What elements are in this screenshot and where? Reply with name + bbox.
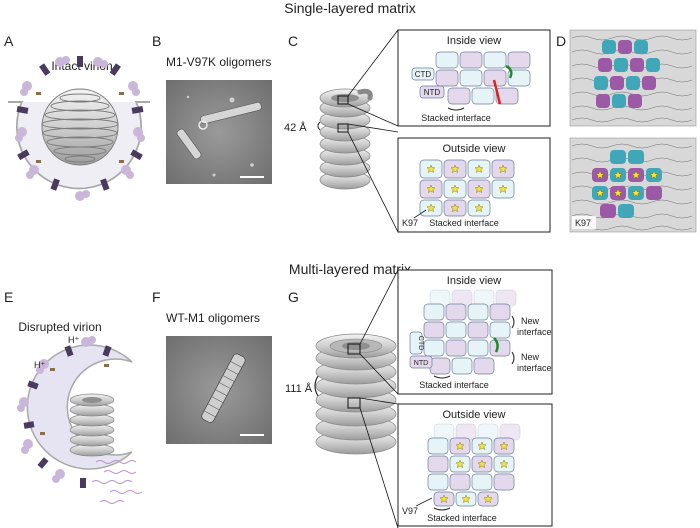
- panel-letter-e: E: [4, 289, 13, 305]
- outside-view-title-c: Outside view: [443, 143, 506, 155]
- dimension-brace-g: [314, 375, 319, 397]
- subunit-grid-outside-g-back: [433, 423, 521, 441]
- panel-d-density: K97: [569, 29, 697, 233]
- ntd-label-c: NTD: [424, 88, 441, 97]
- k97-label-c: K97: [402, 218, 418, 228]
- panel-letter-b: B: [152, 33, 161, 49]
- new-interface-label-1a: New: [521, 316, 540, 326]
- wt-oligomer-rod: [201, 353, 246, 423]
- rod-striations: [203, 361, 242, 418]
- m2-channels: [36, 92, 124, 163]
- zoom-box-g-outside: [347, 397, 361, 409]
- panel-f-em-image: WT-M1 oligomers: [166, 311, 272, 444]
- green-loop-g: [493, 337, 499, 353]
- k97-arrow-c: [413, 209, 427, 219]
- panel-g-coil: 111 Å Inside view: [285, 269, 553, 528]
- proton-label-2: H⁺: [34, 360, 45, 370]
- scale-bar-f: [240, 434, 264, 436]
- new-interface-label-1b: interface: [517, 327, 552, 337]
- ring-particle: [198, 120, 208, 130]
- panel-b-label: M1-V97K oligomers: [166, 55, 271, 69]
- zoom-box-g-inside: [347, 343, 361, 355]
- multilayer-coil-e: [69, 393, 115, 457]
- brace-new-interface-2: [511, 351, 515, 365]
- scale-bar-b: [240, 176, 264, 178]
- brace-inside-g: [433, 375, 451, 379]
- zoom-box-c-inside: [337, 95, 349, 105]
- glycoprotein-spikes: [16, 56, 144, 191]
- brace-new-interface-1: [511, 315, 515, 329]
- panel-f-label: WT-M1 oligomers: [166, 311, 260, 325]
- panel-b-em-image: M1-V97K oligomers: [166, 55, 272, 184]
- panel-e-label: Disrupted virion: [18, 320, 101, 334]
- zoom-box-c-outside: [337, 123, 349, 133]
- ntd-label-g: NTD: [414, 360, 428, 367]
- hemagglutinin-e: [17, 336, 96, 483]
- panel-letter-f: F: [152, 289, 161, 305]
- v97-label-g: V97: [402, 506, 418, 516]
- matrix-coil-sphere: [41, 88, 119, 166]
- glycoprotein-spikes-e: [23, 345, 112, 488]
- ctd-tag-g: [409, 331, 423, 355]
- proton-label-1: H⁺: [68, 335, 79, 345]
- section-title-single: Single-layered matrix: [284, 0, 416, 16]
- coil-stack-g: [315, 333, 397, 455]
- density-subunits-top: [594, 40, 660, 108]
- red-helix-c: [492, 79, 502, 105]
- panel-a-intact-virion: Intact virion: [8, 56, 150, 201]
- ctd-label-c: CTD: [415, 70, 432, 79]
- released-rna: [91, 460, 143, 504]
- coil-stack-c: [319, 88, 373, 190]
- subunit-grid-inside-g-back: [429, 289, 517, 307]
- inside-caption-c: Stacked interface: [421, 113, 491, 123]
- em-specks: [186, 95, 254, 177]
- panel-letter-c: C: [288, 33, 298, 49]
- k97-tag-d: [572, 216, 596, 229]
- inside-view-title-c: Inside view: [447, 35, 501, 47]
- brace-inside-c: [447, 107, 465, 111]
- m2-channels-e: [40, 364, 109, 435]
- k97-label-d: K97: [575, 218, 591, 228]
- panel-letter-g: G: [288, 289, 299, 305]
- new-interface-label-2a: New: [521, 352, 540, 362]
- panel-c-dimension: 42 Å: [284, 121, 307, 134]
- ntd-tag-g: [409, 355, 433, 369]
- subunit-grid-inside-g: [423, 303, 511, 375]
- outside-view-title-g: Outside view: [443, 409, 506, 421]
- ntd-tag-c: [419, 85, 445, 99]
- subunit-grid-inside-c: [435, 51, 531, 105]
- zoom-lines-g: [359, 269, 399, 528]
- ctd-label-g: CTD: [417, 336, 424, 350]
- v97-arrow-g: [415, 497, 433, 507]
- green-loop-c: [505, 64, 513, 79]
- panel-letter-a: A: [4, 33, 14, 49]
- panel-e-disrupted-virion: Disrupted virion: [17, 320, 143, 504]
- new-interface-label-2b: interface: [517, 363, 552, 373]
- inside-caption-g: Stacked interface: [419, 380, 489, 390]
- dimension-brace-c: [317, 121, 321, 131]
- inside-view-title-g: Inside view: [447, 275, 501, 287]
- outside-caption-c: Stacked interface: [429, 218, 499, 228]
- outside-caption-g: Stacked interface: [427, 513, 497, 523]
- rod-oligomers: [176, 101, 262, 160]
- panel-letter-d: D: [556, 33, 566, 49]
- section-title-multi: Multi-layered matrix: [289, 261, 411, 277]
- zoom-lines-c: [347, 29, 399, 233]
- ctd-tag-c: [411, 67, 435, 81]
- brace-outside-g: [433, 507, 451, 511]
- panel-c-coil: 42 Å Inside view: [284, 29, 551, 233]
- coil-rings: [41, 93, 119, 163]
- hemagglutinin-blobs: [15, 56, 145, 201]
- panel-g-dimension: 111 Å: [285, 382, 313, 395]
